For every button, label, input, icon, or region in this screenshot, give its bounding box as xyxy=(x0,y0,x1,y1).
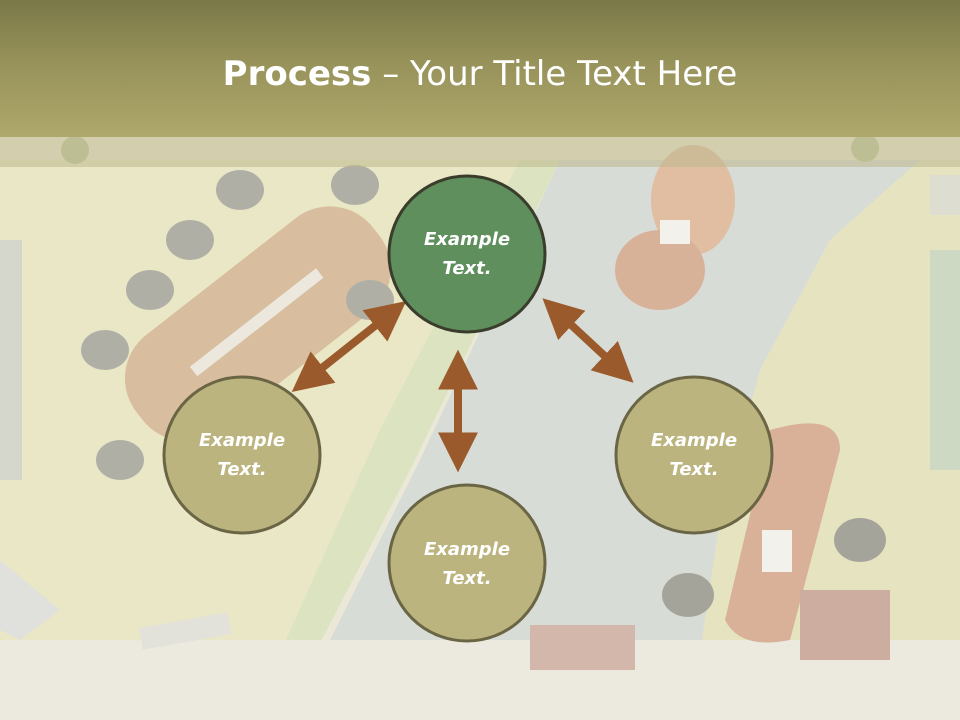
node-label-line1: Example xyxy=(198,430,286,451)
title-bar xyxy=(0,0,960,137)
title-rest-text: Your Title Text Here xyxy=(410,54,738,94)
slide-title[interactable]: Process – Your Title Text Here xyxy=(0,52,960,96)
title-dash: – xyxy=(371,54,411,94)
node-label-line2: Text. xyxy=(669,459,719,480)
node-label-line1: Example xyxy=(423,539,511,560)
node-label-bottom[interactable]: Example Text. xyxy=(388,535,546,593)
node-circle-left[interactable] xyxy=(162,375,322,535)
node-label-line2: Text. xyxy=(442,568,492,589)
node-label-line2: Text. xyxy=(217,459,267,480)
node-circle-right[interactable] xyxy=(614,375,774,535)
node-label-line1: Example xyxy=(650,430,738,451)
node-label-left[interactable]: Example Text. xyxy=(163,426,321,484)
title-bold-text: Process xyxy=(222,54,372,94)
title-band xyxy=(0,137,960,167)
node-label-top[interactable]: Example Text. xyxy=(388,225,546,283)
node-circle-top[interactable] xyxy=(387,174,547,334)
arrow-top-to-left xyxy=(291,301,407,392)
node-label-line1: Example xyxy=(423,229,511,250)
node-label-line2: Text. xyxy=(442,258,492,279)
node-circle-bottom[interactable] xyxy=(387,483,547,643)
arrow-top-to-right xyxy=(542,298,634,383)
node-label-right[interactable]: Example Text. xyxy=(615,426,773,484)
